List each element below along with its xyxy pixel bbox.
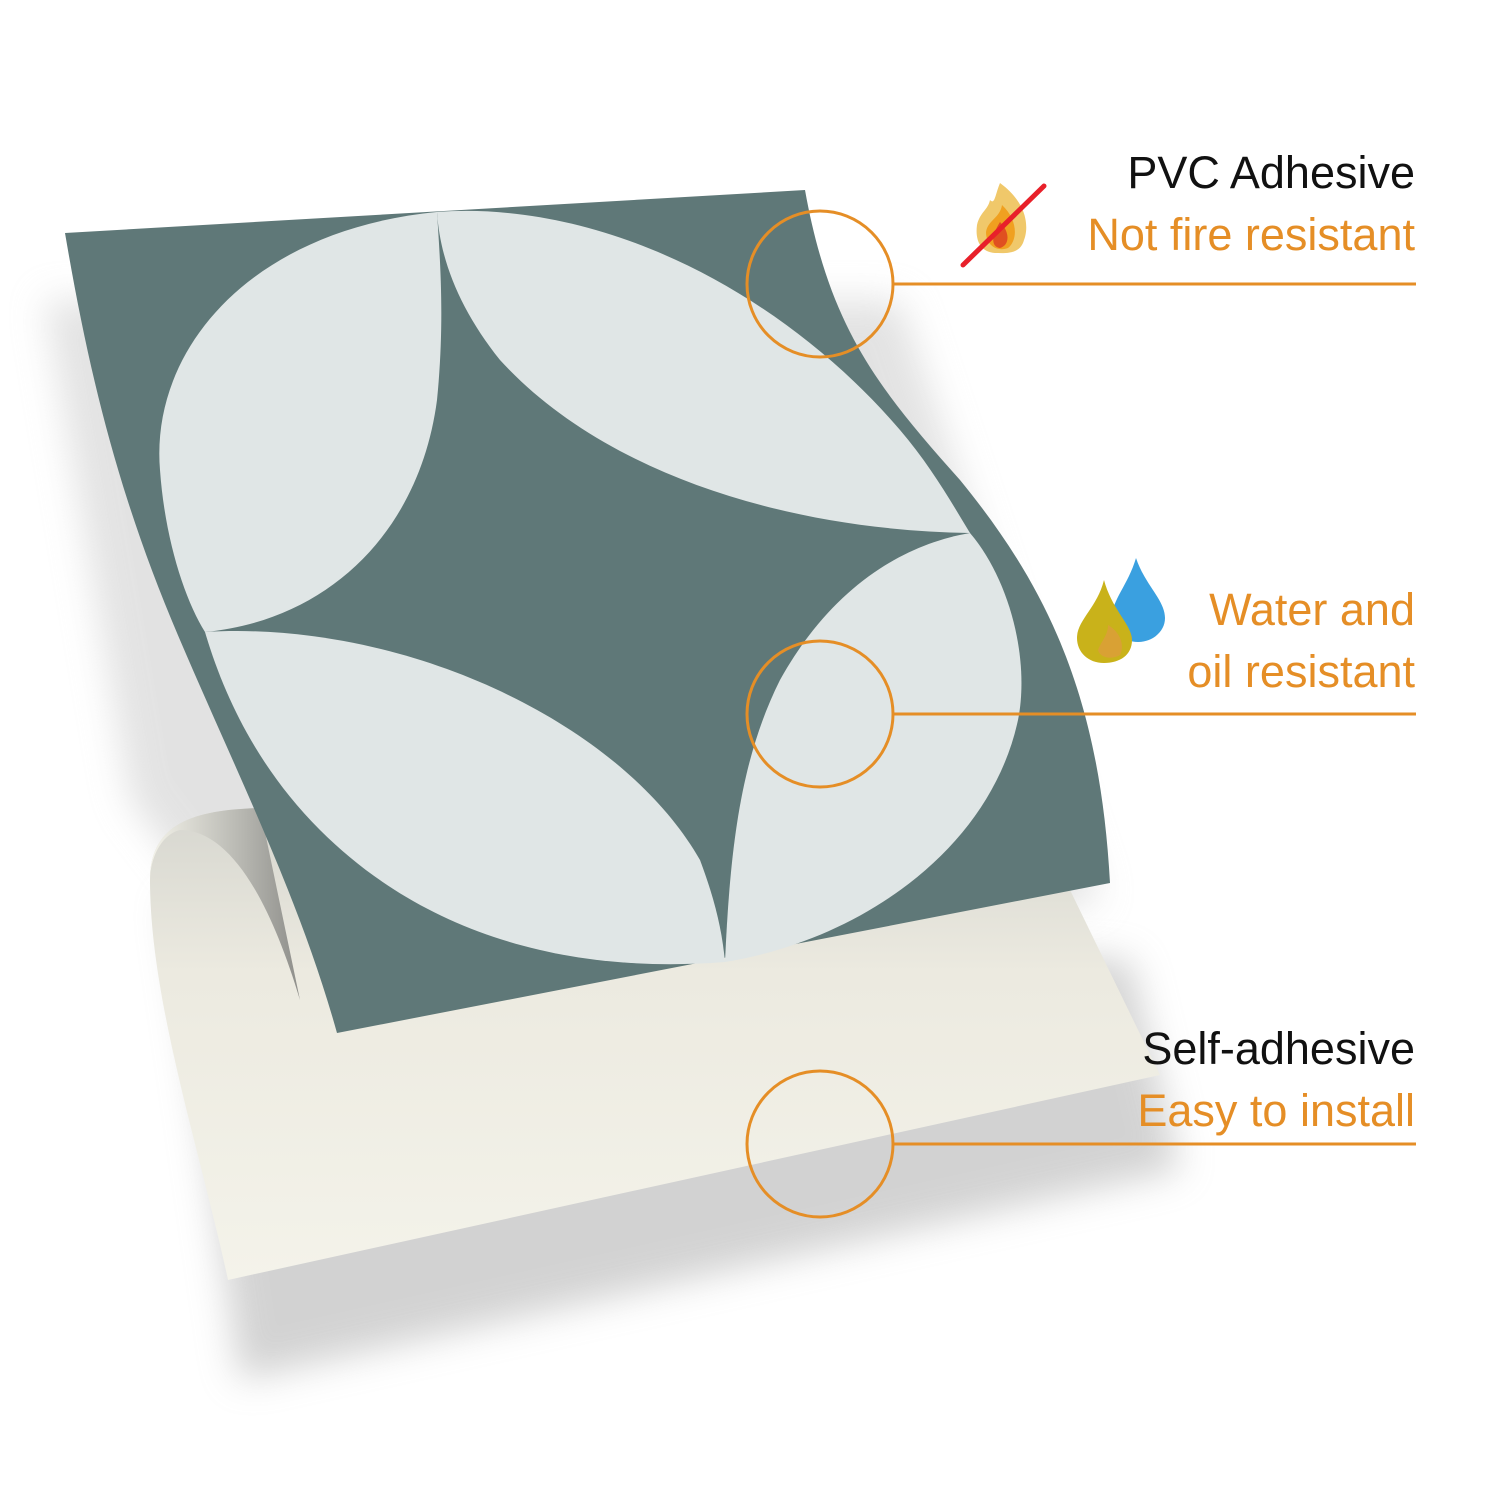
petal-bottom-left: [205, 631, 725, 965]
water-oil-drops-icon: [1077, 558, 1165, 663]
feature-subtitle-water-line1: Water and: [1209, 584, 1415, 635]
backing-curl: [150, 808, 300, 1000]
feature-subtitle-fire: Not fire resistant: [1087, 209, 1415, 260]
feature-title-self-adhesive: Self-adhesive: [1142, 1023, 1415, 1074]
no-fire-icon: [960, 183, 1047, 268]
feature-subtitle-water-line2: oil resistant: [1187, 646, 1415, 697]
petal-top-right: [437, 210, 970, 533]
feature-subtitle-install: Easy to install: [1137, 1085, 1415, 1136]
feature-title-pvc: PVC Adhesive: [1127, 147, 1415, 198]
vinyl-tile: [65, 190, 1110, 1033]
petal-top-left: [159, 212, 442, 632]
petal-bottom-right: [725, 533, 1022, 962]
